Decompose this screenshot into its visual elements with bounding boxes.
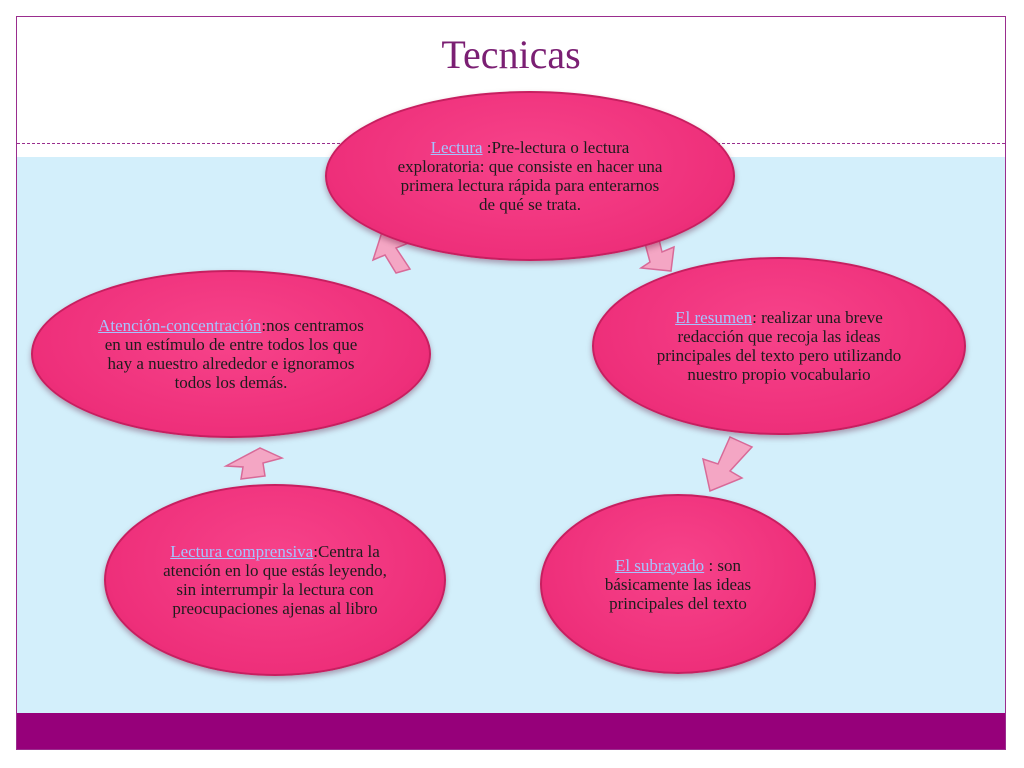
node-lectura: Lectura :Pre-lectura o lectura explorato…: [325, 91, 735, 261]
node-lectura-link[interactable]: Lectura: [430, 138, 483, 157]
arrow-resumen-to-subrayado: [701, 436, 754, 493]
node-resumen: El resumen: realizar una breve redacción…: [592, 257, 966, 435]
node-subrayado-link[interactable]: El subrayado: [614, 555, 705, 575]
bottom-bar: [17, 713, 1005, 749]
node-atencion-text: :nos centramos en un estímulo de entre t…: [104, 316, 364, 392]
node-comprensiva: Lectura comprensiva:Centra la atención e…: [104, 484, 446, 676]
node-lectura-text: :Pre-lectura o lectura exploratoria: que…: [397, 138, 663, 214]
node-subrayado-text: : son básicamente las ideas principales …: [604, 555, 752, 613]
node-resumen-text: : realizar una breve redacción que recoj…: [656, 308, 902, 384]
node-comprensiva-link[interactable]: Lectura comprensiva: [170, 542, 314, 561]
node-atencion-link[interactable]: Atención-concentración: [98, 316, 262, 335]
node-resumen-link[interactable]: El resumen: [675, 308, 753, 327]
slide-title: Tecnicas: [441, 32, 581, 77]
node-comprensiva-text: :Centra la atención en lo que estás leye…: [163, 542, 387, 618]
arrow-comprensiva-to-atencion: [223, 447, 285, 480]
node-subrayado: El subrayado : son básicamente las ideas…: [540, 494, 816, 674]
node-atencion: Atención-concentración:nos centramos en …: [31, 270, 431, 438]
